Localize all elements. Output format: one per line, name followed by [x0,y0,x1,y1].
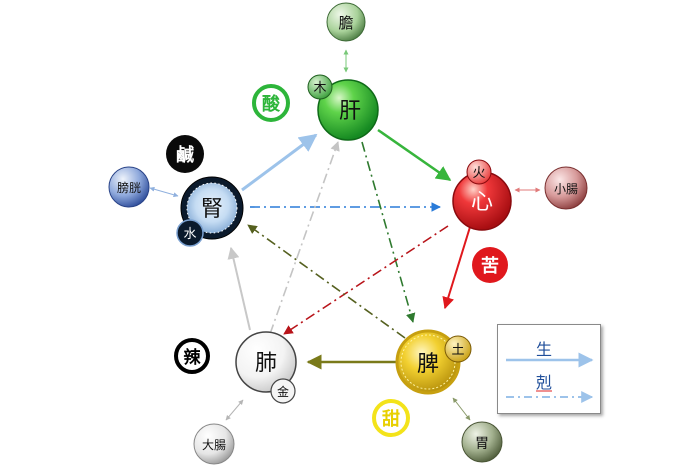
bitter-taste-label: 苦 [481,255,499,277]
spicy-taste-badge: 辣 [174,338,210,374]
sour-taste-label: 酸 [262,93,281,115]
spicy-taste-label: 辣 [184,347,202,368]
water-element-label: 水 [183,227,196,242]
connector-lung-large-intestine [225,399,244,421]
liver-node: 肝 木 [307,74,379,141]
legend: 生 剋 [497,324,601,414]
arrow-water-to-wood [241,133,318,192]
large-intestine-label: 大腸 [202,438,226,452]
legend-control-label: 剋 [536,373,552,392]
bladder-label: 膀胱 [117,180,141,195]
gallbladder-node: 膽 [326,2,366,42]
arrow-metal-to-water [227,246,251,331]
arrow-earth-controls-water [247,224,406,339]
connector-kidney-bladder [149,186,179,198]
stomach-node: 胃 [461,421,503,463]
small-intestine-node: 小腸 [544,166,588,210]
sweet-taste-badge: 甜 [372,399,410,437]
salty-taste-label: 鹹 [176,144,194,166]
heart-node: 心 火 [452,159,512,231]
stomach-label: 胃 [475,436,489,452]
connector-spleen-stomach [452,397,471,421]
sour-taste-badge: 酸 [252,84,290,122]
wood-element-label: 木 [313,81,326,96]
kidney-node: 腎 水 [176,176,244,247]
bitter-taste-badge: 苦 [472,247,508,283]
spleen-node: 脾 土 [395,329,472,395]
liver-label: 肝 [339,99,361,124]
arrow-wood-to-fire [377,128,452,182]
kidney-label: 腎 [201,197,223,222]
large-intestine-node: 大腸 [193,423,235,465]
metal-element-label: 金 [277,384,289,399]
fire-element-badge [466,159,492,185]
earth-element-badge [444,335,472,363]
gallbladder-label: 膽 [338,14,353,32]
legend-graphic: 生 剋 [506,340,594,403]
spleen-label: 脾 [417,352,439,377]
heart-label: 心 [471,190,493,215]
lung-node: 肺 金 [235,331,297,404]
arrow-wood-controls-earth [361,141,416,323]
arrow-fire-to-earth [442,226,471,310]
arrow-fire-controls-metal [283,225,449,335]
earth-element-label: 土 [451,343,464,358]
legend-generate-label: 生 [536,340,552,359]
salty-taste-badge: 鹹 [166,135,204,173]
lung-label: 肺 [255,351,277,376]
small-intestine-label: 小腸 [554,182,578,196]
sweet-taste-label: 甜 [382,408,400,430]
fire-element-label: 火 [472,166,485,181]
bladder-node: 膀胱 [108,166,150,208]
arrow-metal-controls-wood [269,141,340,335]
wood-element-badge [307,74,333,100]
water-element-badge [176,219,204,247]
metal-element-badge [270,378,296,404]
